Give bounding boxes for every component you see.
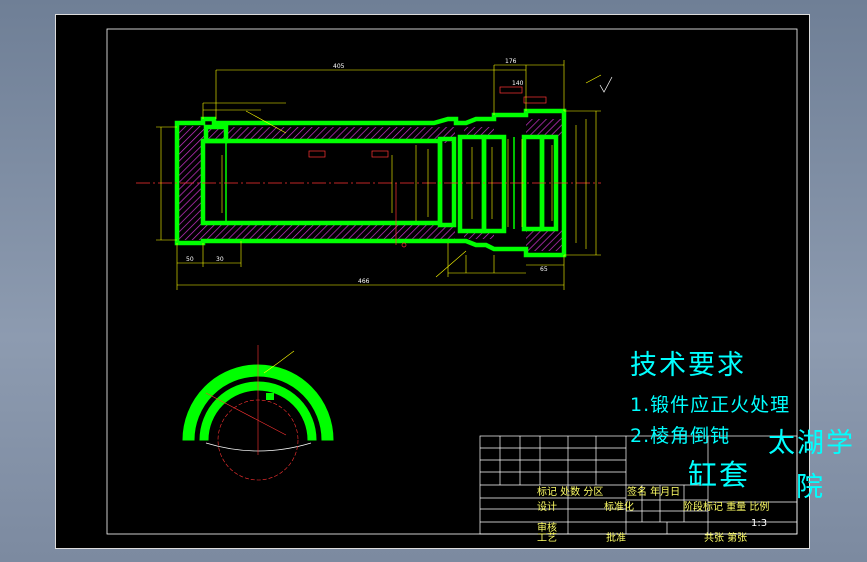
hatch-right-top	[526, 119, 564, 137]
tb-header-row: 标记 处数 分区	[537, 487, 604, 498]
tb-process: 工艺	[537, 533, 557, 544]
tb-scale-value: 1:3	[751, 518, 768, 529]
dim-right-length: 176	[505, 58, 517, 65]
drawing-sheet: 405 176 140 466 50 30 65	[55, 14, 853, 549]
part-name: 缸套	[688, 458, 751, 492]
outer-profile	[174, 108, 567, 258]
tb-review: 审核	[537, 523, 557, 534]
end-view-outer-ring	[182, 364, 334, 441]
tb-sheets: 共张 第张	[704, 533, 748, 544]
end-view-bottom-arc	[205, 442, 312, 452]
end-view-inner-ring	[199, 381, 317, 441]
dim-bottom-right: 65	[540, 266, 548, 273]
inner-frame	[106, 28, 798, 535]
bore-left	[200, 138, 443, 226]
tb-design: 设计	[537, 502, 557, 513]
dimension-texts: 405 176 140 466 50 30 65	[186, 58, 548, 285]
section-view	[136, 86, 601, 258]
hatch-mid-top	[464, 127, 494, 137]
hatch-right-bottom	[526, 229, 564, 251]
tech-requirements-title: 技术要求	[630, 350, 746, 381]
roughness-symbol	[599, 76, 613, 93]
dim-mid-length: 140	[512, 80, 524, 87]
dim-top-length: 405	[333, 63, 345, 70]
end-view	[182, 345, 334, 481]
tb-standardization: 标准化	[604, 502, 634, 513]
bore-groove-right	[437, 136, 457, 228]
tb-sign-date: 签名 年月日	[627, 487, 681, 498]
tech-requirement-1: 1.锻件应正火处理	[630, 394, 791, 416]
dim-left-1: 50	[186, 256, 194, 263]
school-name-line1: 太湖学	[768, 428, 855, 459]
tb-approve: 批准	[606, 533, 626, 544]
bore-groove-left	[203, 124, 229, 144]
dim-overall-length: 466	[358, 278, 370, 285]
school-name-line2: 院	[796, 472, 823, 503]
dimension-lines	[156, 60, 602, 290]
hatch-bottom-wall	[203, 223, 455, 239]
tb-stage-weight-scale: 阶段标记 重量 比例	[683, 502, 770, 513]
right-ring-a	[481, 134, 507, 234]
dim-left-2: 30	[216, 256, 224, 263]
hatch-mid-bottom	[464, 229, 494, 239]
tech-requirement-2: 2.棱角倒钝	[630, 425, 731, 447]
title-block-grid	[479, 435, 798, 535]
cad-drawing: 405 176 140 466 50 30 65	[106, 28, 798, 535]
